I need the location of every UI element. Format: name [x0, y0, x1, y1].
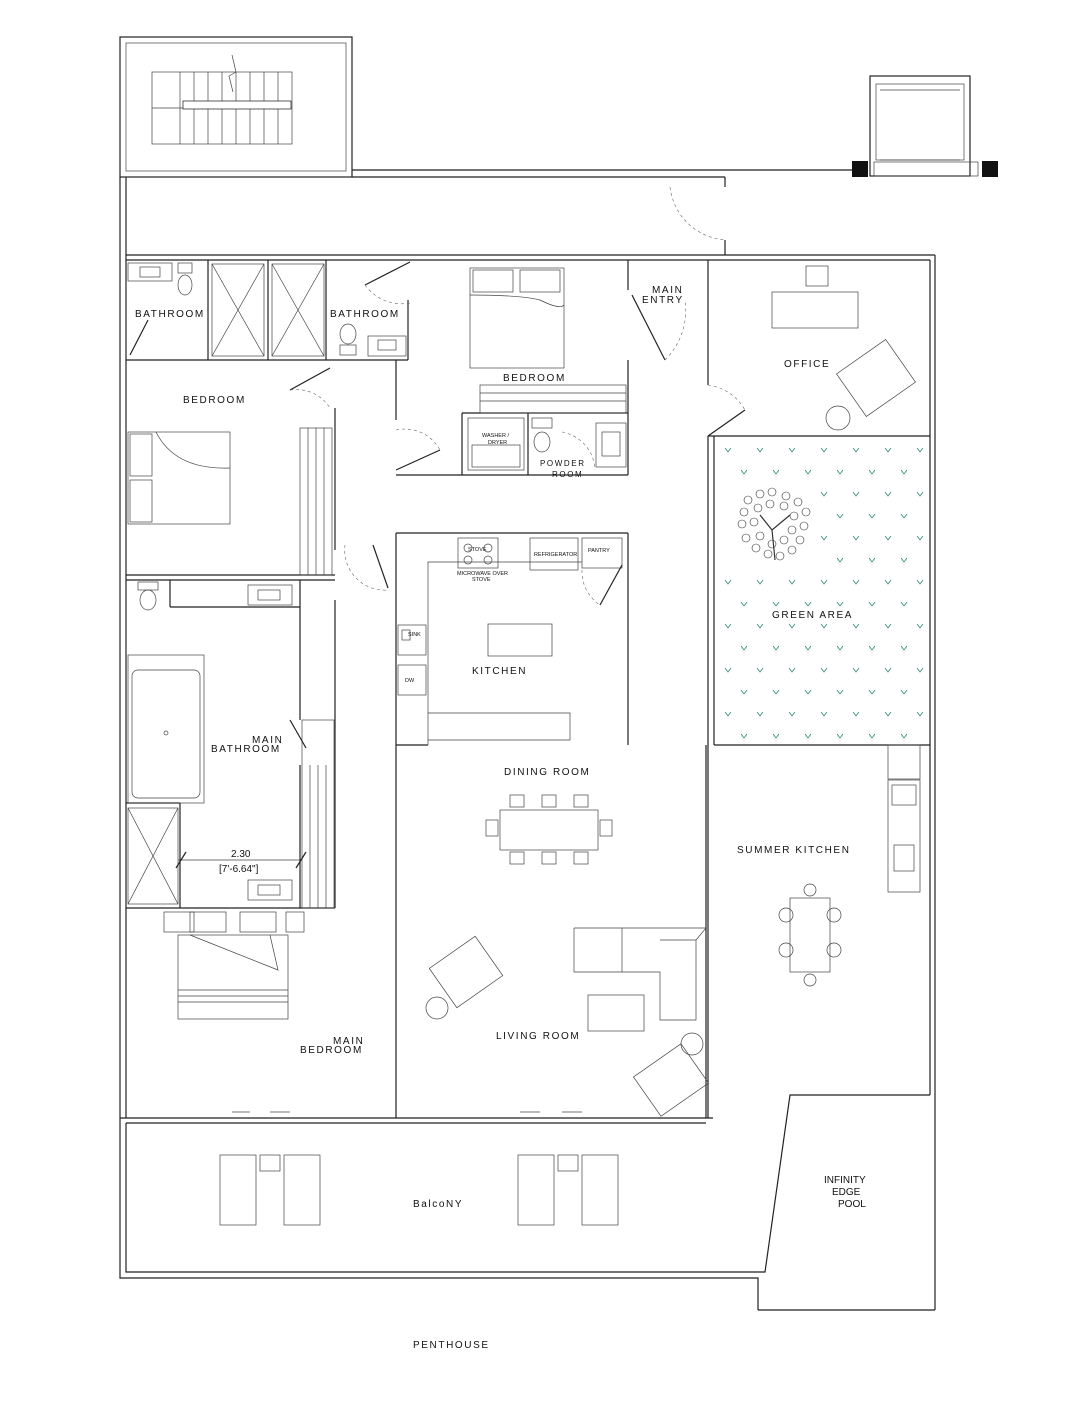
stair-block — [119, 36, 353, 178]
office-furniture — [707, 265, 916, 437]
kitchen-fixtures — [397, 537, 623, 745]
room-label-main-entry-2: ENTRY — [642, 295, 684, 306]
label-dryer: DRYER — [488, 440, 507, 446]
room-label-pool-3: POOL — [838, 1199, 866, 1210]
room-label-main-bathroom-1: MAIN — [252, 735, 283, 746]
elevator — [852, 75, 998, 177]
room-label-living-room: LIVING ROOM — [496, 1031, 580, 1042]
room-label-pool-2: EDGE — [832, 1187, 861, 1198]
room-label-office: OFFICE — [784, 359, 830, 370]
green-area-grass — [724, 447, 924, 739]
label-refrigerator: REFRIGERATOR — [534, 552, 577, 558]
left-bedroom-furniture — [127, 427, 389, 591]
room-label-bathroom-center: BATHROOM — [330, 309, 400, 320]
room-label-kitchen: KITCHEN — [472, 666, 527, 677]
balcony-loungers — [219, 1154, 619, 1226]
bathroom-fixtures — [127, 261, 411, 409]
label-microwave-1: MICROWAVE OVER — [457, 571, 508, 577]
label-washer: WASHER / — [482, 433, 509, 439]
dimension-imperial: [7'-6.64"] — [219, 864, 259, 875]
room-label-main-bedroom-1: MAIN — [333, 1036, 364, 1047]
living-room-furniture — [425, 927, 710, 1117]
dining-table — [485, 794, 613, 865]
label-dw: DW — [405, 678, 415, 684]
room-label-dining-room: DINING ROOM — [504, 767, 591, 778]
main-bathroom-fixtures — [127, 581, 335, 909]
interior-walls — [126, 260, 930, 1118]
room-label-pool-1: INFINITY — [824, 1175, 866, 1186]
room-label-main-entry-1: MAIN — [652, 285, 683, 296]
main-bedroom-furniture — [163, 911, 305, 1113]
room-label-main-bathroom-2: BATHROOM — [211, 744, 281, 755]
exterior-walls — [119, 169, 936, 1311]
room-label-bedroom-center: BEDROOM — [503, 373, 566, 384]
room-label-powder-1: POWDER — [540, 459, 586, 468]
label-microwave-2: STOVE — [472, 577, 491, 583]
center-bedroom-furniture — [395, 267, 686, 471]
room-label-summer-kitchen: SUMMER KITCHEN — [737, 845, 851, 856]
tree-icon — [737, 487, 811, 561]
room-label-green-area: GREEN AREA — [772, 610, 853, 621]
plan-title: PENTHOUSE — [413, 1340, 490, 1351]
room-label-powder-2: ROOM — [552, 470, 583, 479]
room-label-main-bedroom-2: BEDROOM — [300, 1045, 363, 1056]
summer-kitchen-fixtures — [778, 744, 921, 987]
label-stove: STOVE — [468, 547, 487, 553]
dimension-metric: 2.30 — [231, 849, 251, 860]
label-pantry: PANTRY — [588, 548, 610, 554]
room-label-bedroom-left: BEDROOM — [183, 395, 246, 406]
room-label-balcony: BalcoNY — [413, 1199, 463, 1210]
room-label-bathroom-left: BATHROOM — [135, 309, 205, 320]
label-sink: SINK — [408, 632, 421, 638]
